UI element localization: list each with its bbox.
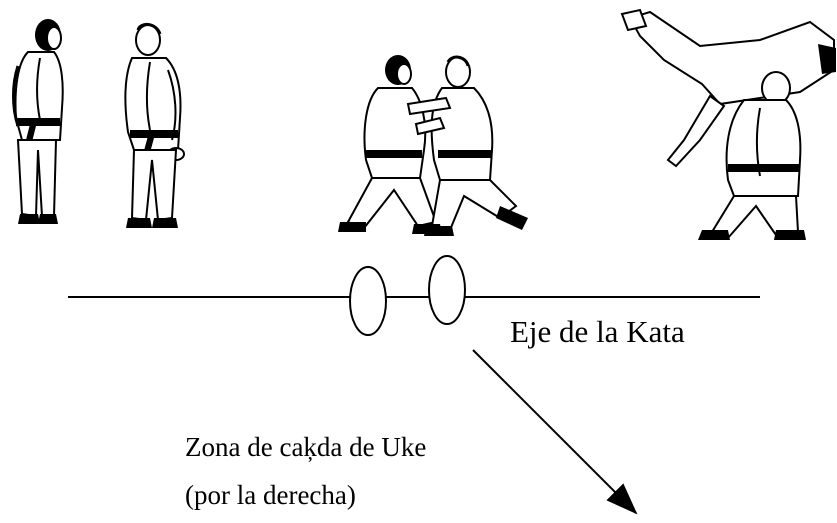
fall-zone-side-label: (por la derecha) [185,480,356,510]
judoka-grip-pair-icon [338,55,528,236]
right-foot-position-oval [428,255,466,325]
fall-direction-arrow [472,349,638,515]
judoka-throw-icon [620,8,836,240]
left-foot-position-oval [349,266,387,336]
kata-axis-label: Eje de la Kata [510,314,685,349]
fall-zone-label: Zona de caķda de Uke [185,432,427,462]
judoka-standing-right-icon [124,23,185,228]
judoka-standing-left-icon [12,19,64,224]
